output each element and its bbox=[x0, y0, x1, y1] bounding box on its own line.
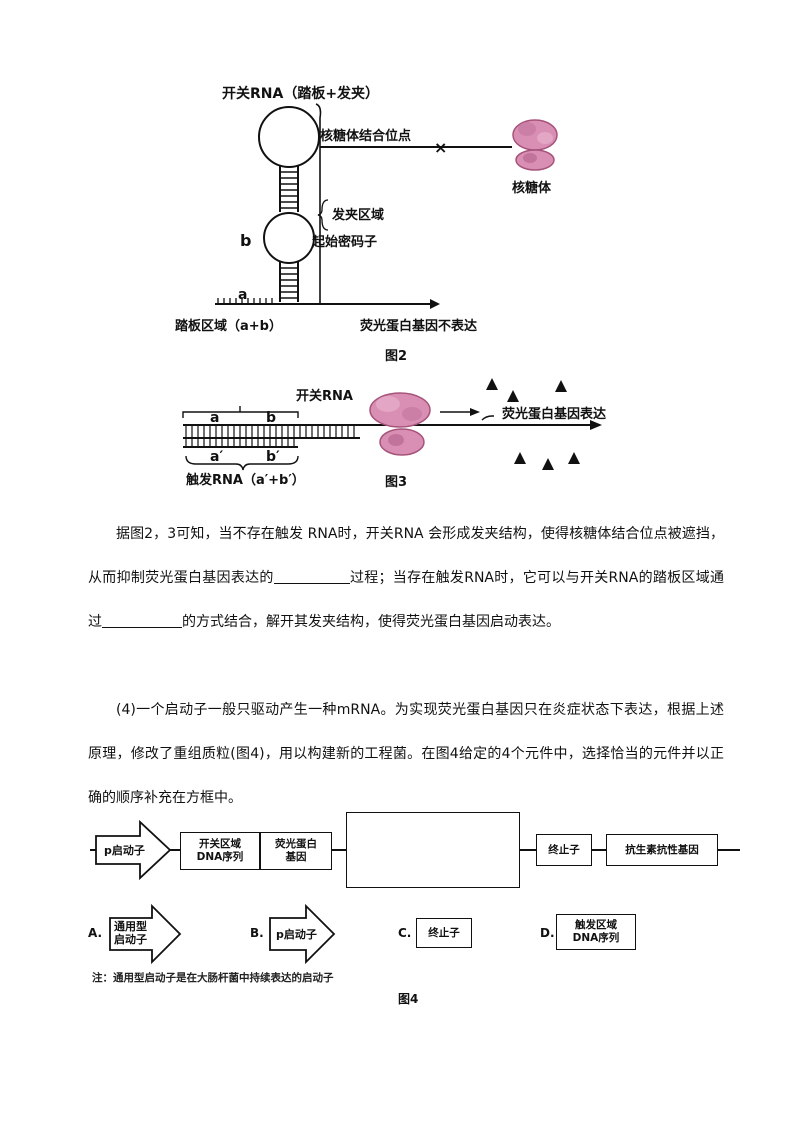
fig3-caption: 图3 bbox=[385, 475, 407, 490]
fig3-b-label: b bbox=[266, 410, 276, 426]
option-b-text: p启动子 bbox=[276, 928, 317, 941]
fig2-switch-rna-label: 开关RNA（踏板+发夹） bbox=[222, 85, 379, 102]
fig3-b-prime-label: b′ bbox=[266, 449, 280, 465]
fig2-a-label: a bbox=[238, 287, 247, 303]
fig4-terminator-box: 终止子 bbox=[536, 834, 592, 866]
hairpin-bracket bbox=[315, 103, 322, 304]
fig3-a-prime-label: a′ bbox=[210, 449, 223, 465]
para1-part3: 的方式结合，解开其发夹结构，使得荧光蛋白基因启动表达。 bbox=[182, 614, 560, 630]
fig2-rbs-label: 核糖体结合位点 bbox=[320, 128, 411, 144]
fig3-ab-brace bbox=[182, 411, 299, 418]
fig4-empty-insert-box[interactable] bbox=[346, 812, 520, 888]
fluorescent-protein-triangles bbox=[486, 378, 580, 470]
figure-2: 开关RNA（踏板+发夹） 核糖体结合位点 × 核糖体 发夹区域 b 起始密码子 … bbox=[175, 85, 606, 490]
fig4-switch-dna-box: 开关区域DNA序列 bbox=[180, 832, 260, 870]
fig4-antibiotic-box: 抗生素抗性基因 bbox=[606, 834, 718, 866]
hairpin-lower-loop bbox=[263, 212, 315, 264]
fig4-note: 注：通用型启动子是在大肠杆菌中持续表达的启动子 bbox=[92, 972, 334, 984]
fig2-toehold-label: 踏板区域（a+b） bbox=[175, 318, 282, 334]
option-c-text: 终止子 bbox=[428, 926, 460, 939]
fig3-switch-rna-label: 开关RNA bbox=[296, 388, 353, 404]
fig3-trigger-label: 触发RNA（a′+b′） bbox=[185, 472, 305, 488]
option-c-letter[interactable]: C. bbox=[398, 926, 412, 940]
fig3-trigger-brace bbox=[185, 455, 299, 471]
option-b-letter[interactable]: B. bbox=[250, 926, 264, 940]
fig4-antibiotic-label: 抗生素抗性基因 bbox=[625, 843, 699, 856]
fig4-terminator-label: 终止子 bbox=[548, 843, 580, 856]
fig2-b-label: b bbox=[240, 231, 251, 250]
answer-blank-2[interactable] bbox=[102, 613, 182, 628]
fig4-fluor-gene-label: 荧光蛋白基因 bbox=[275, 838, 317, 863]
fig4-p-promoter-label: p启动子 bbox=[104, 844, 145, 857]
hairpin-stem-lower bbox=[280, 267, 298, 299]
fig2-ribosome-label: 核糖体 bbox=[512, 180, 552, 196]
hairpin-stem-upper bbox=[280, 171, 298, 209]
paragraph-question-4: (4)一个启动子一般只驱动产生一种mRNA。为实现荧光蛋白基因只在炎症状态下表达… bbox=[88, 688, 724, 820]
fig2-not-expressed-label: 荧光蛋白基因不表达 bbox=[360, 318, 477, 334]
fig2-x-mark: × bbox=[434, 138, 447, 157]
para1-part2: 过程；当存在触发RNA时，它可以与开关RNA的踏板区域通过 bbox=[88, 570, 724, 630]
protein-triangle bbox=[507, 390, 519, 402]
ribosome-fig2 bbox=[512, 119, 558, 171]
protein-triangle bbox=[514, 452, 526, 464]
option-d-text: 触发区域DNA序列 bbox=[572, 919, 620, 944]
fig2-start-codon-label: 起始密码子 bbox=[311, 234, 377, 250]
ribosome-fig3 bbox=[369, 392, 431, 456]
option-c-box: 终止子 bbox=[416, 918, 472, 948]
protein-triangle bbox=[568, 452, 580, 464]
option-a-letter[interactable]: A. bbox=[88, 926, 103, 940]
para2-text: (4)一个启动子一般只驱动产生一种mRNA。为实现荧光蛋白基因只在炎症状态下表达… bbox=[88, 702, 724, 806]
option-d-box: 触发区域DNA序列 bbox=[556, 914, 636, 950]
fig2-caption: 图2 bbox=[385, 349, 407, 364]
fig4-fluor-gene-box: 荧光蛋白基因 bbox=[260, 832, 332, 870]
protein-triangle bbox=[486, 378, 498, 390]
protein-triangle bbox=[542, 458, 554, 470]
option-a-text: 通用型启动子 bbox=[114, 920, 147, 946]
fig3-expressed-label: 荧光蛋白基因表达 bbox=[502, 406, 606, 422]
hairpin-upper-loop bbox=[258, 106, 320, 168]
fig2-hairpin-label: 发夹区域 bbox=[331, 207, 384, 223]
paragraph-question-3: 据图2，3可知，当不存在触发 RNA时，开关RNA 会形成发夹结构，使得核糖体结… bbox=[88, 512, 724, 644]
fig4-switch-dna-label: 开关区域DNA序列 bbox=[196, 838, 244, 863]
answer-blank-1[interactable] bbox=[273, 569, 350, 584]
protein-triangle bbox=[555, 380, 567, 392]
para1-part1: 据图2，3可知，当不存在触发 RNA时，开关RNA 会形成发夹结构，使得核糖体结… bbox=[88, 526, 724, 586]
fig4-caption: 图4 bbox=[398, 992, 419, 1006]
option-d-letter[interactable]: D. bbox=[540, 926, 555, 940]
fig3-a-label: a bbox=[210, 410, 219, 426]
